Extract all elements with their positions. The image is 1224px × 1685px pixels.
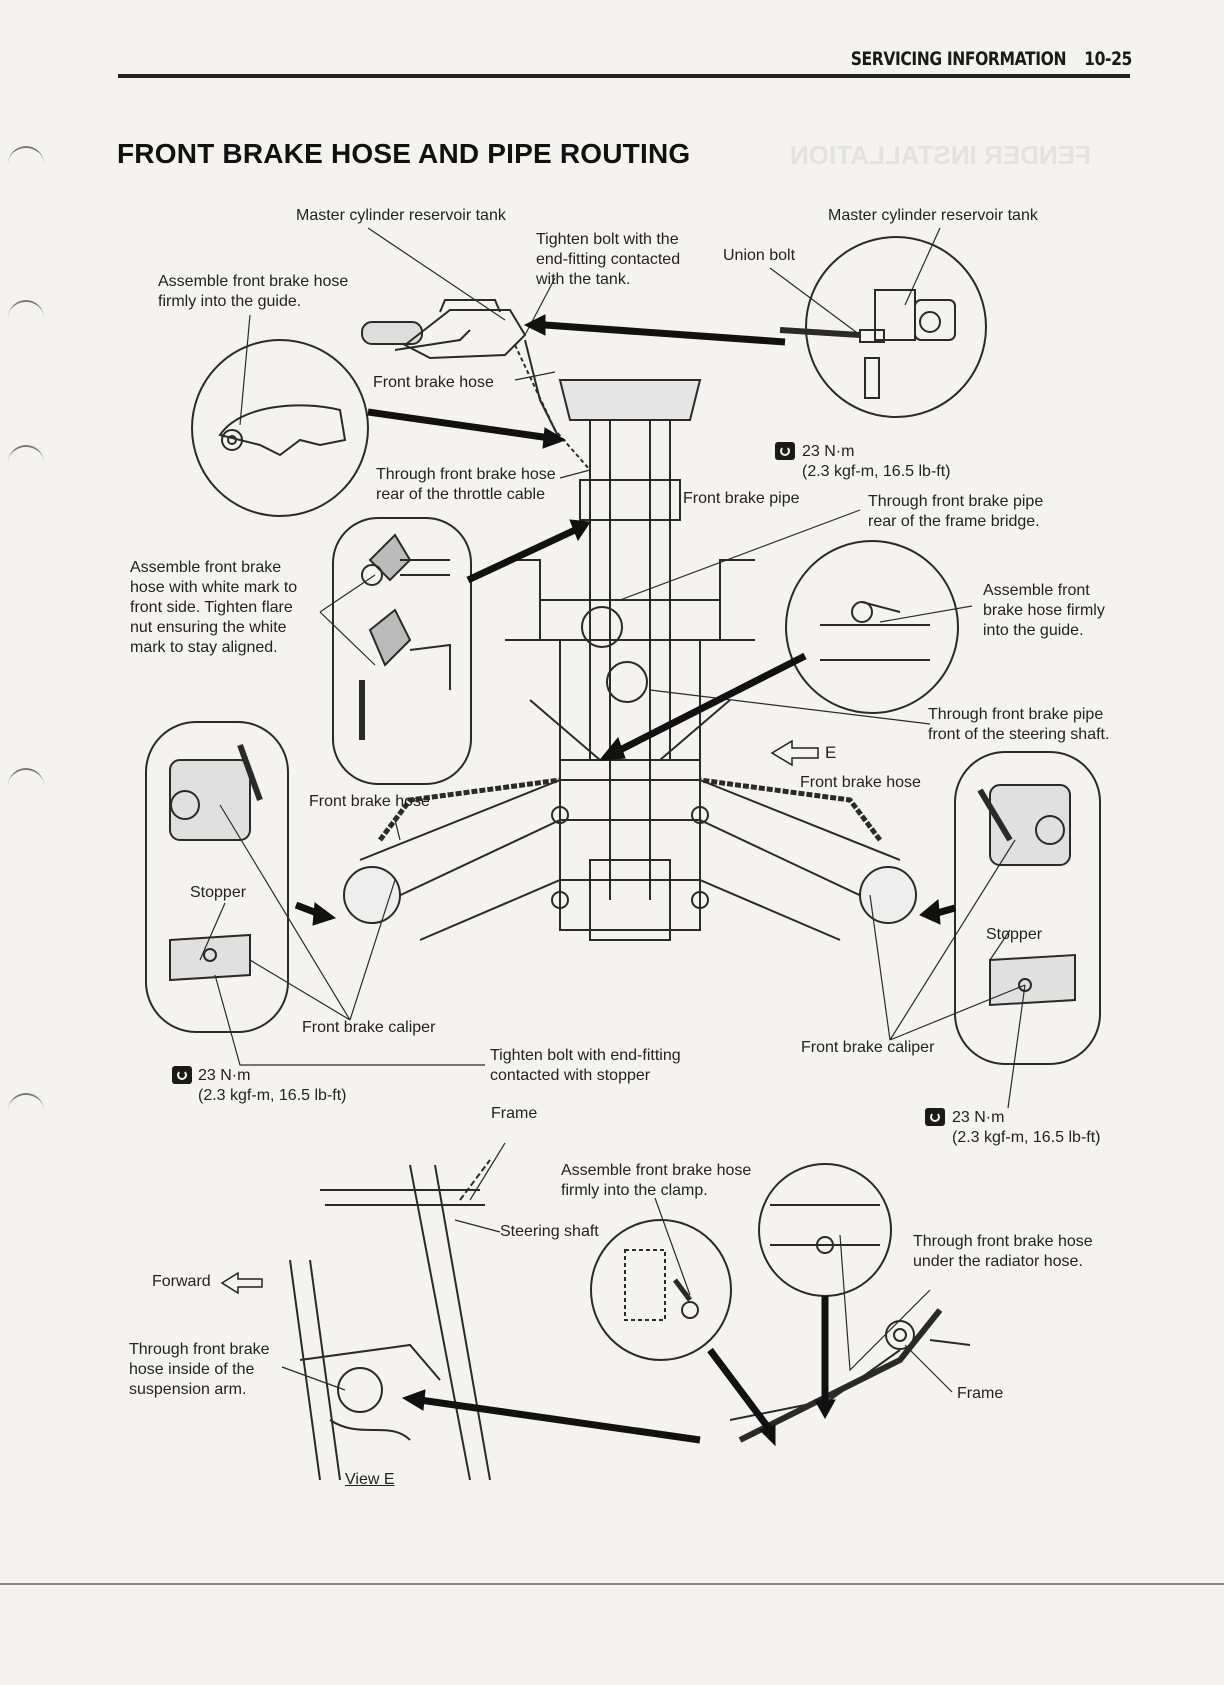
label-master-cylinder-left: Master cylinder reservoir tank bbox=[296, 207, 506, 224]
label-through-throttle: Through front brake hose rear of the thr… bbox=[376, 466, 556, 503]
punch-mark bbox=[8, 1093, 44, 1113]
label-frame-2: Frame bbox=[957, 1385, 1004, 1402]
punch-mark bbox=[8, 146, 44, 166]
label-through-radiator: Through front brake hose under the radia… bbox=[913, 1233, 1093, 1270]
punch-mark bbox=[8, 768, 44, 788]
detail-guide-right bbox=[785, 540, 959, 714]
punch-mark bbox=[8, 300, 44, 320]
label-union-bolt: Union bolt bbox=[723, 247, 796, 264]
torque-wrench-icon bbox=[172, 1066, 192, 1084]
label-frame-1: Frame bbox=[491, 1105, 538, 1122]
view-e-arrow-icon bbox=[770, 739, 819, 767]
section-name: SERVICING INFORMATION bbox=[850, 48, 1067, 70]
label-front-brake-hose-2: Front brake hose bbox=[309, 793, 430, 810]
label-through-frame-bridge: Through front brake pipe rear of the fra… bbox=[868, 493, 1044, 530]
master-cylinder-drawing bbox=[361, 299, 591, 471]
label-torque-left: 23 N·m (2.3 kgf-m, 16.5 lb-ft) bbox=[198, 1067, 347, 1104]
frame-upper-drawing bbox=[505, 379, 755, 900]
label-white-mark: Assemble front brake hose with white mar… bbox=[130, 559, 298, 656]
bleed-through-text: FENDER INSTALLATION bbox=[790, 140, 1091, 170]
label-tighten-bolt-tank: Tighten bolt with the end-fitting contac… bbox=[536, 231, 681, 288]
forward-arrow-icon bbox=[220, 1271, 263, 1295]
detail-guide-top bbox=[191, 339, 369, 517]
footer-rule bbox=[0, 1583, 1224, 1585]
view-e-drawing bbox=[289, 1159, 491, 1481]
label-view-e: View E bbox=[345, 1471, 395, 1488]
label-steering-shaft: Steering shaft bbox=[500, 1223, 599, 1240]
label-front-brake-caliper-left: Front brake caliper bbox=[302, 1019, 436, 1036]
label-view-e-arrow: E bbox=[825, 743, 837, 762]
page-header: SERVICING INFORMATION 10-25 bbox=[850, 48, 1133, 70]
label-forward: Forward bbox=[152, 1273, 211, 1290]
label-torque-right: 23 N·m (2.3 kgf-m, 16.5 lb-ft) bbox=[952, 1109, 1101, 1146]
punch-mark bbox=[8, 445, 44, 465]
label-stopper-left: Stopper bbox=[190, 884, 247, 901]
torque-wrench-icon bbox=[775, 442, 795, 460]
label-assemble-clamp: Assemble front brake hose firmly into th… bbox=[561, 1162, 752, 1199]
label-front-brake-hose-3: Front brake hose bbox=[800, 774, 921, 791]
label-through-steering: Through front brake pipe front of the st… bbox=[928, 706, 1110, 743]
label-assemble-guide-top: Assemble front brake hose firmly into th… bbox=[158, 273, 349, 310]
label-front-brake-hose-1: Front brake hose bbox=[373, 374, 494, 391]
header-rule bbox=[118, 74, 1130, 78]
label-tighten-bolt-stopper: Tighten bolt with end-fitting contacted … bbox=[490, 1047, 681, 1084]
label-torque-top: 23 N·m (2.3 kgf-m, 16.5 lb-ft) bbox=[802, 443, 951, 480]
label-front-brake-pipe: Front brake pipe bbox=[683, 490, 800, 507]
label-assemble-guide-right: Assemble front brake hose firmly into th… bbox=[983, 582, 1105, 639]
page-number: 10-25 bbox=[1084, 48, 1132, 70]
detail-radiator bbox=[758, 1163, 892, 1297]
torque-wrench-icon bbox=[925, 1108, 945, 1126]
detail-clamp bbox=[590, 1219, 732, 1361]
page-title: FRONT BRAKE HOSE AND PIPE ROUTING bbox=[117, 138, 691, 169]
label-front-brake-caliper-right: Front brake caliper bbox=[801, 1039, 935, 1056]
label-stopper-right: Stopper bbox=[986, 926, 1043, 943]
detail-union-bolt bbox=[805, 236, 987, 418]
label-master-cylinder-right: Master cylinder reservoir tank bbox=[828, 207, 1038, 224]
label-through-suspension: Through front brake hose inside of the s… bbox=[129, 1341, 270, 1398]
